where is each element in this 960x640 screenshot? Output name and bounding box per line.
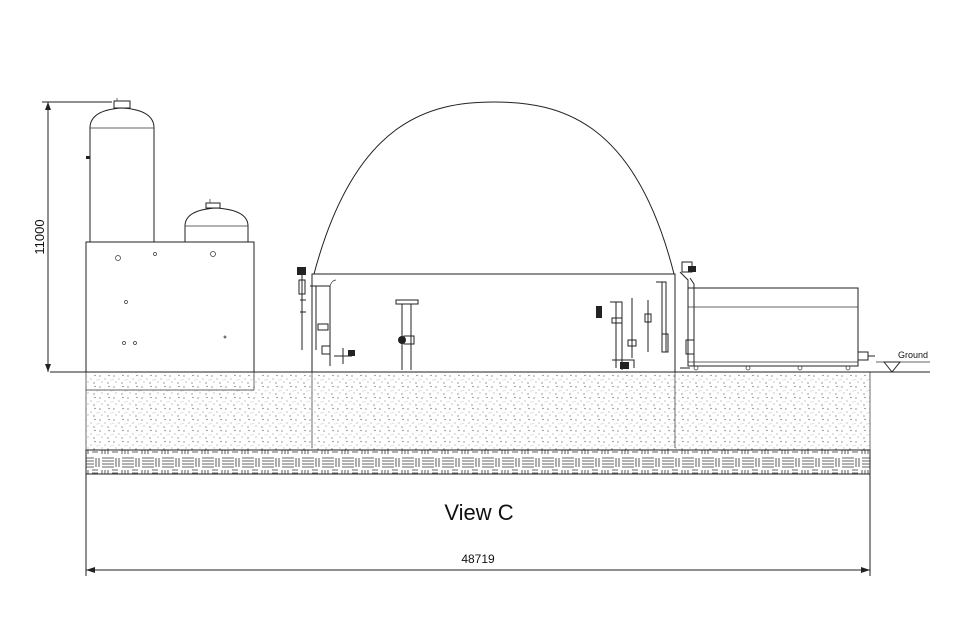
feeding-container <box>687 287 875 371</box>
height-dimension-label: 11000 <box>32 219 47 254</box>
height-dimension: 11000 <box>32 101 112 372</box>
foundation-brick-band <box>85 449 871 475</box>
ground-gravel <box>85 371 871 451</box>
width-dimension: 48719 <box>85 474 871 576</box>
width-dimension-label: 48719 <box>461 552 495 566</box>
right-pipework <box>596 281 669 370</box>
tall-storage-tank <box>86 98 155 242</box>
view-title: View C <box>444 500 513 525</box>
ground-label: Ground <box>898 350 928 360</box>
left-pipework <box>297 267 355 366</box>
ground-marker: Ground <box>876 350 930 373</box>
center-pump-assembly <box>395 299 419 370</box>
digester-dome <box>311 101 676 373</box>
small-storage-tank <box>184 199 249 242</box>
control-building <box>85 241 255 373</box>
